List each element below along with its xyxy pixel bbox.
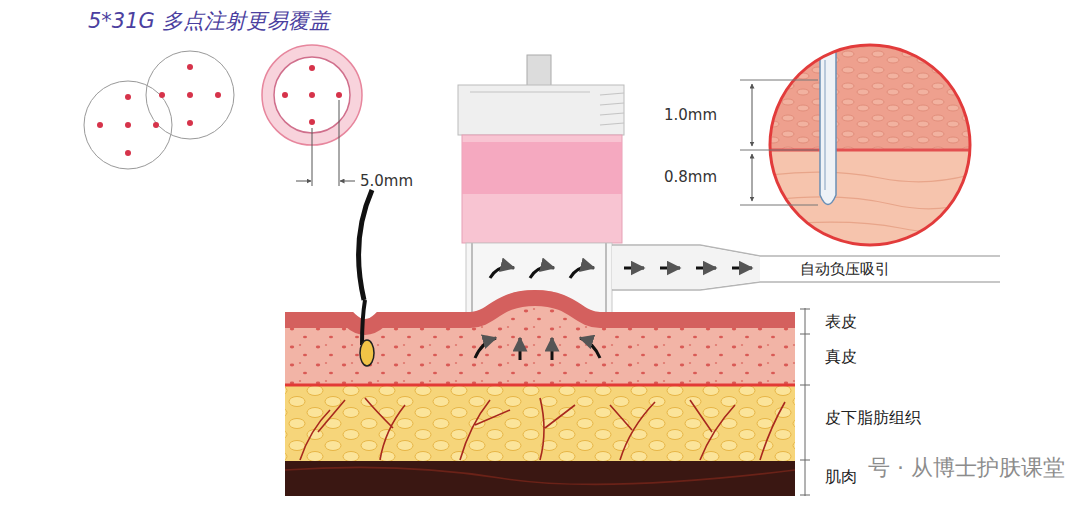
skin-section	[285, 190, 810, 496]
injection-pattern	[84, 45, 362, 186]
layer-label: 表皮	[825, 312, 857, 331]
heading: 5*31G 多点注射更易覆盖	[88, 9, 330, 34]
magnified-view	[740, 40, 980, 250]
dimension-label: 1.0mm	[664, 106, 717, 124]
suction-label: 自动负压吸引	[800, 260, 890, 278]
layer-label: 皮下脂肪组织	[825, 408, 921, 427]
dimension-label: 0.8mm	[664, 168, 717, 186]
dimension-label: 5.0mm	[360, 172, 413, 190]
watermark: 号 · 从博士护肤课堂	[868, 455, 1065, 481]
layer-label: 真皮	[825, 347, 857, 366]
layer-label: 肌肉	[825, 467, 857, 486]
